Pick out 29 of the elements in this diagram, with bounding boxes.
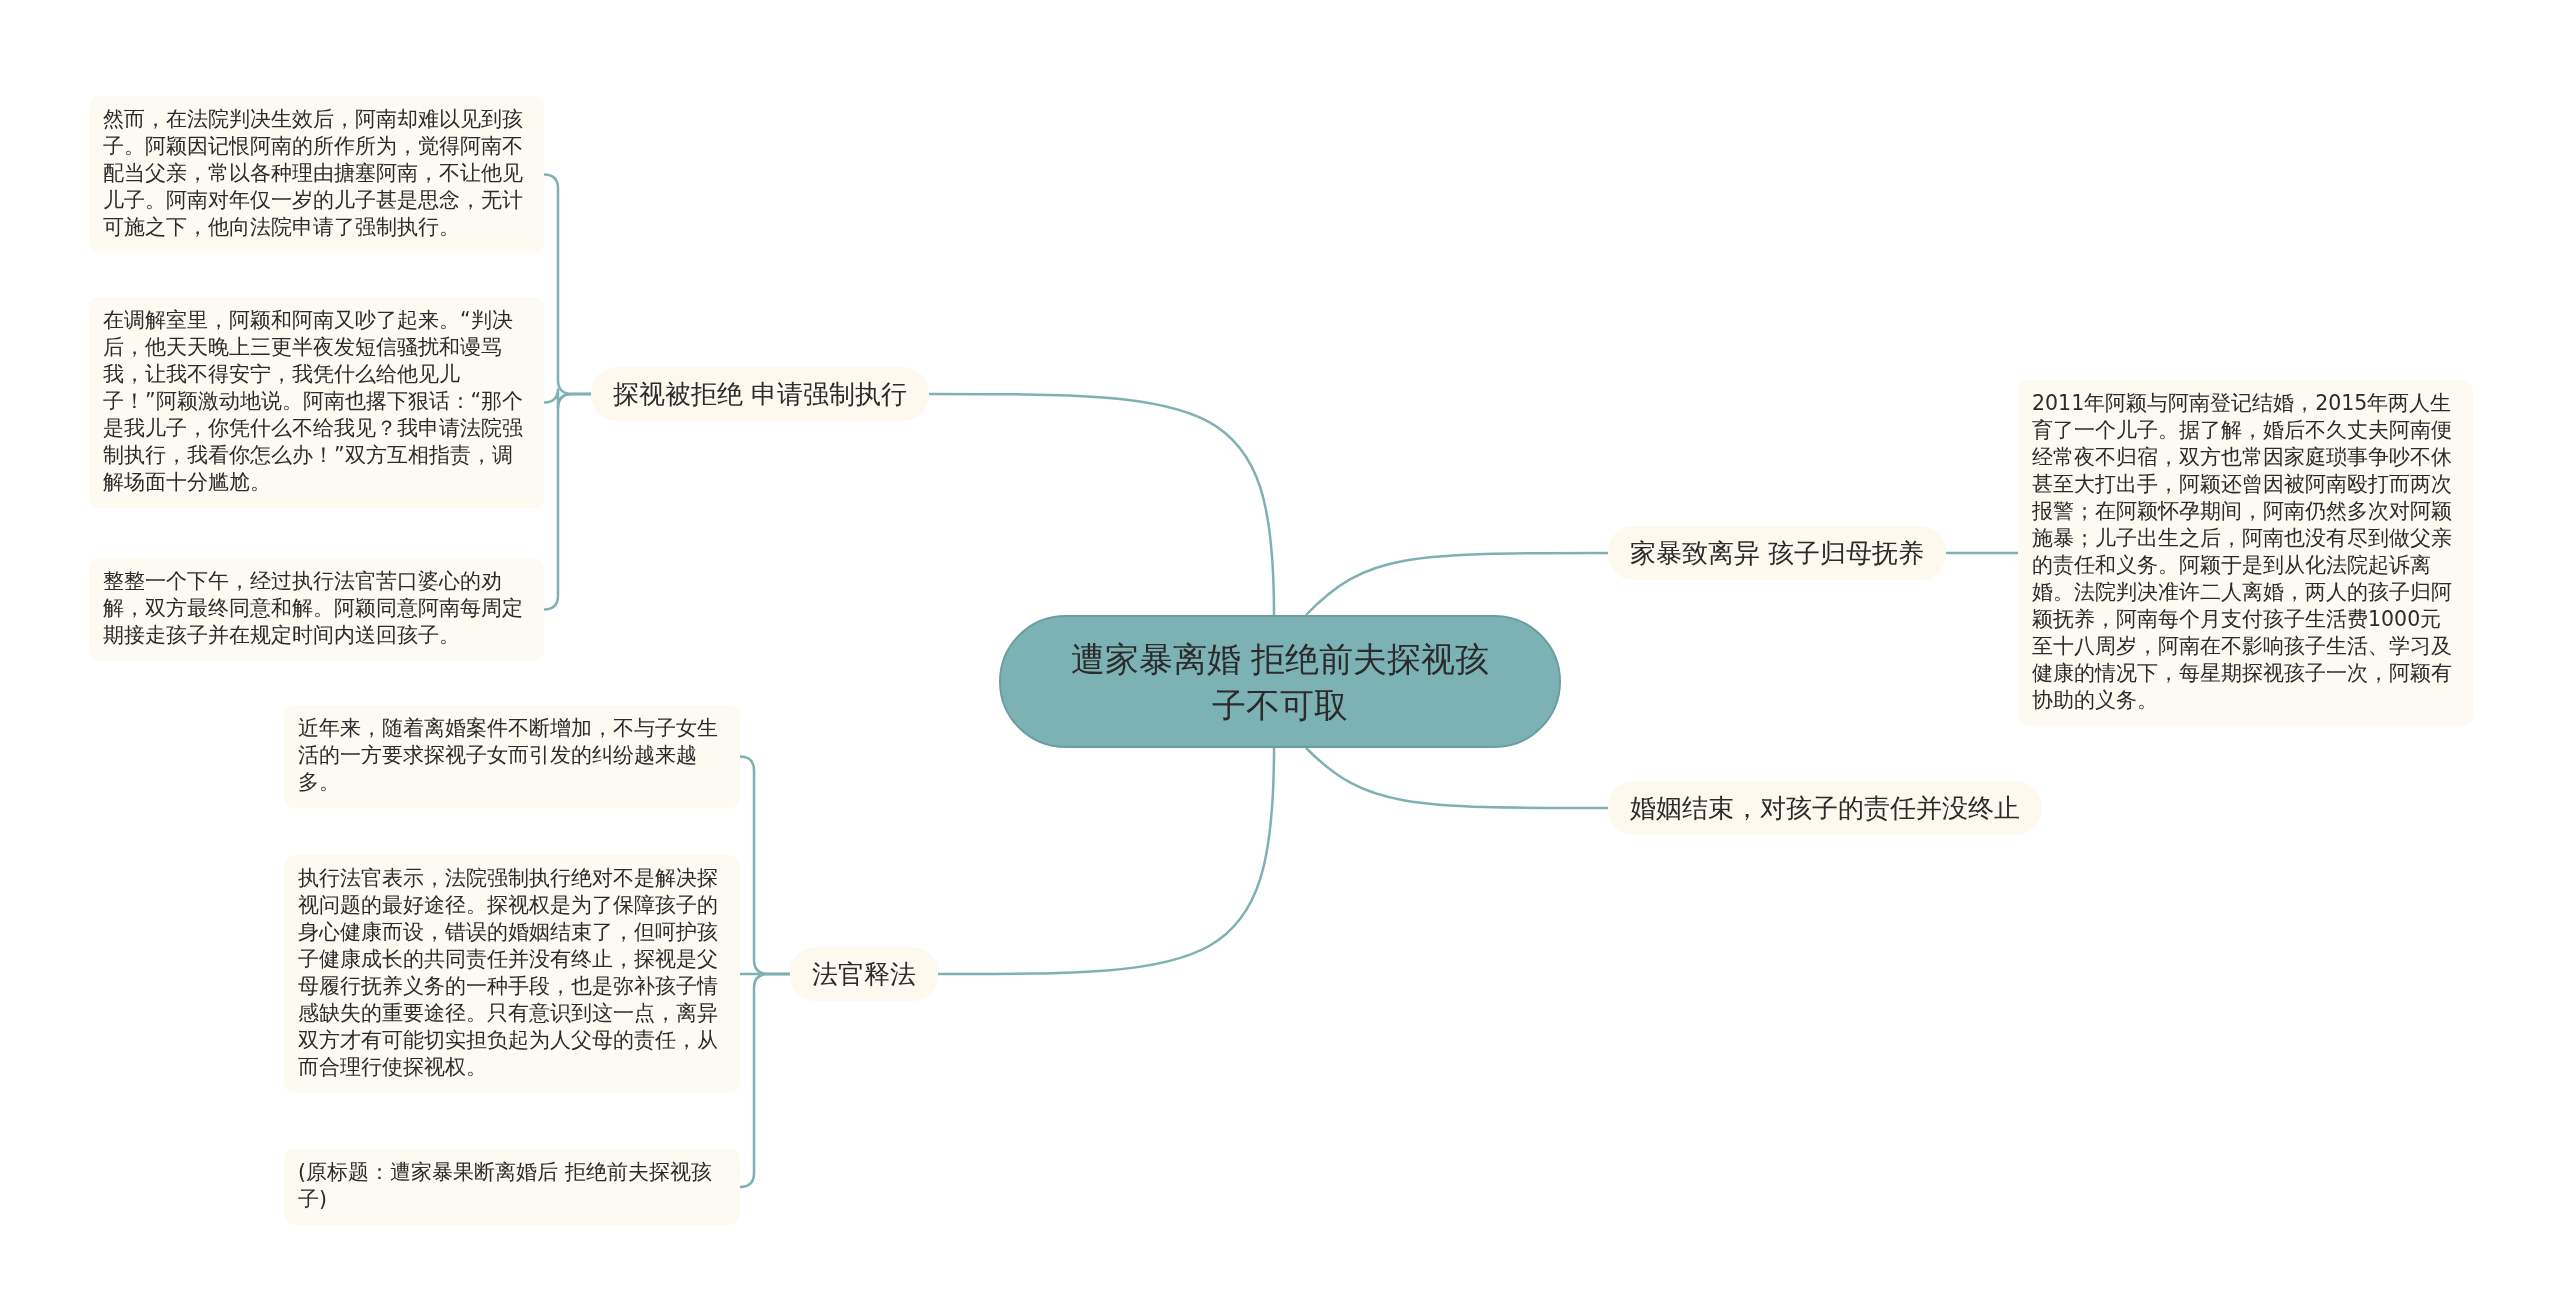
topic-text: 婚姻结束，对孩子的责任并没终止 <box>1630 792 2020 825</box>
connector-line <box>543 392 591 611</box>
note-card <box>284 1149 740 1225</box>
branch-topic <box>1608 781 2042 835</box>
note-text: 近年来，随着离婚案件不断增加，不与子女生活的一方要求探视子女而引发的纠纷越来越多。 <box>298 715 719 796</box>
note-card <box>284 855 740 1093</box>
note-card <box>89 96 544 253</box>
note-text: 整整一个下午，经过执行法官苦口婆心的劝解，双方最终同意和解。阿颖同意阿南每周定期接走孩子并在规定时间内送回孩子。 <box>103 568 524 649</box>
note-text: 在调解室里，阿颖和阿南又吵了起来。“判决后，他天天晚上三更半夜发短信骚扰和谩骂我，让我不得安宁，我凭什么给他见儿子！”阿颖激动地说。阿南也撂下狠话：“那个是我儿子，你凭什么不给我见？我申请法院强制执行，我看你怎么办！”双方互相指责，调解场面十分尴尬。 <box>103 307 525 496</box>
topic-text: 遭家暴离婚 拒绝前夫探视孩子不可取 <box>1069 637 1491 727</box>
note-text: (原标题：遭家暴果断离婚后 拒绝前夫探视孩子) <box>298 1159 713 1213</box>
topic-text: 探视被拒绝 申请强制执行 <box>613 378 908 411</box>
note-text: 然而，在法院判决生效后，阿南却难以见到孩子。阿颖因记恨阿南的所作所为，觉得阿南不配当父亲，常以各种理由搪塞阿南，不让他见儿子。阿南对年仅一岁的儿子甚是思念，无计可施之下，他向法院申请了强制执行。 <box>103 106 524 241</box>
branch-topic <box>591 367 930 421</box>
branch-topic <box>1608 526 1947 580</box>
connector-line <box>739 972 790 1189</box>
branch-topic <box>790 947 938 1001</box>
connector-line <box>1305 747 1608 810</box>
connector-line <box>938 747 1276 976</box>
note-card <box>89 297 544 508</box>
connector-line <box>1946 551 2018 555</box>
connector-line <box>929 392 1276 616</box>
note-text: 执行法官表示，法院强制执行绝对不是解决探视问题的最好途径。探视权是为了保障孩子的身心健康而设，错误的婚姻结束了，但呵护孩子健康成长的共同责任并没有终止，探视是父母履行抚养义务的一种手段，也是弥补孩子情感缺失的重要途径。只有意识到这一点，离异双方才有可能切实担负起为人父母的责任，从而合理行使探视权。 <box>298 865 719 1081</box>
note-text: 2011年阿颖与阿南登记结婚，2015年两人生育了一个儿子。据了解，婚后不久丈夫阿南便经常夜不归宿，双方也常因家庭琐事争吵不休甚至大打出手，阿颖还曾因被阿南殴打而两次报警；在阿颖怀孕期间，阿南仍然多次对阿颖施暴；儿子出生之后，阿南也没有尽到做父亲的责任和义务。阿颖于是到从化法院起诉离婚。法院判决准许二人离婚，两人的孩子归阿颖抚养，阿南每个月支付孩子生活费1000元至十八周岁，阿南在不影响孩子生活、学习及健康的情况下，每星期探视孩子一次，阿颖有协助的义务。 <box>2032 390 2453 714</box>
connector-line <box>1305 551 1608 616</box>
topic-text: 法官释法 <box>812 958 916 991</box>
note-card <box>284 705 740 808</box>
topic-text: 家暴致离异 孩子归母抚养 <box>1630 537 1925 570</box>
note-card <box>89 558 544 661</box>
